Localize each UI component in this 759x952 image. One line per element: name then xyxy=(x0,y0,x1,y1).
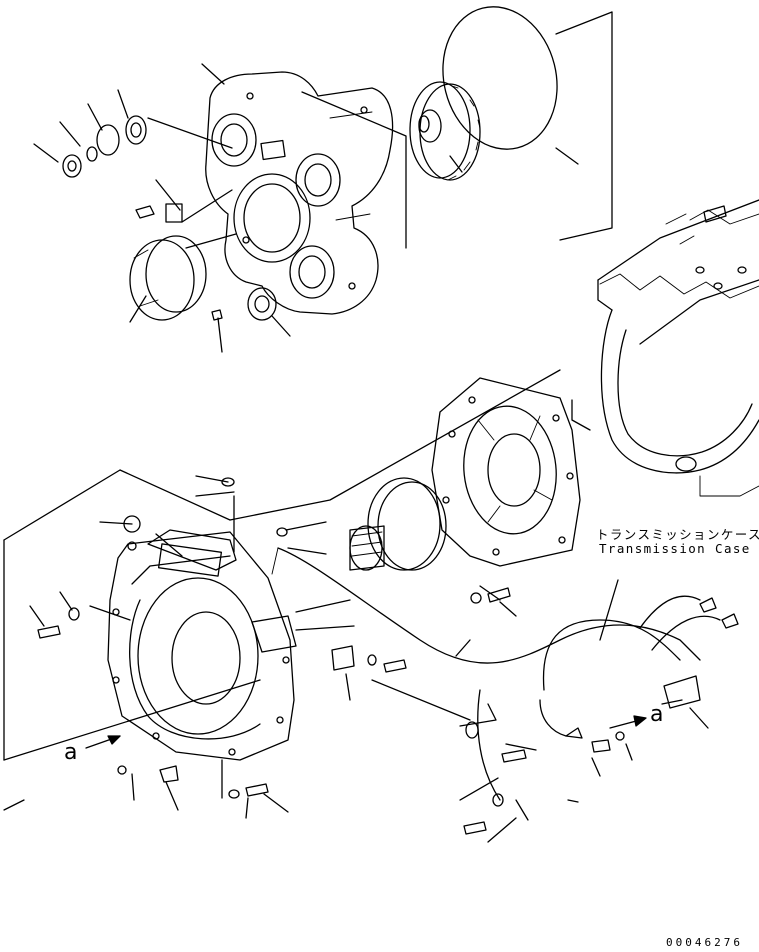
transmission-case xyxy=(571,199,759,497)
lower-leader-lines xyxy=(3,369,709,843)
callout-a-left: a xyxy=(64,740,78,765)
callout-a-right: a xyxy=(650,702,664,727)
upper-leader-lines xyxy=(33,11,613,353)
adapter-plate xyxy=(431,377,581,567)
bearing-race xyxy=(129,235,207,321)
transmission-case-label-en: Transmission Case xyxy=(599,541,751,556)
input-shaft-flange xyxy=(349,477,447,571)
small-hardware-lower xyxy=(37,477,625,835)
callout-arrows xyxy=(85,715,647,749)
wire-harness xyxy=(271,547,739,801)
seal-ring xyxy=(442,6,558,150)
flywheel-housing xyxy=(107,515,295,761)
gear-case-cover xyxy=(205,71,394,315)
small-bearings xyxy=(62,115,277,321)
transmission-case-label-jp: トランスミッションケース xyxy=(596,527,759,542)
gear-wheel xyxy=(409,81,481,181)
drawing-number: 00046276 xyxy=(666,936,743,949)
